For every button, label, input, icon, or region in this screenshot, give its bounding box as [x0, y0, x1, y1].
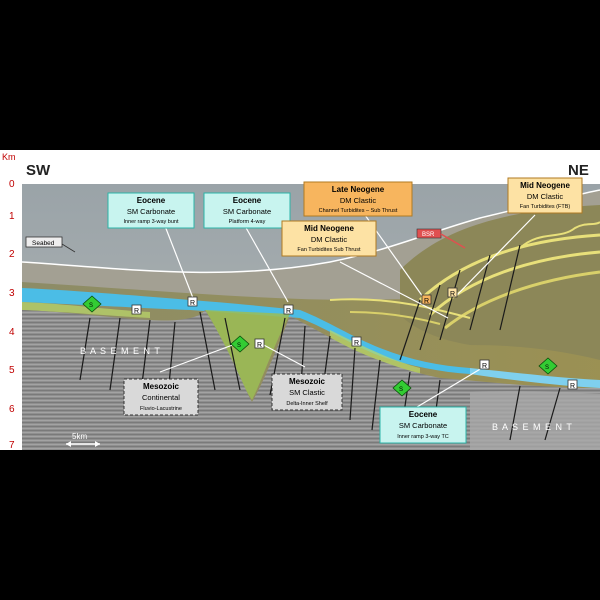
depth-tick: 5 [9, 365, 15, 376]
callout-title: Mid Neogene [304, 224, 354, 233]
callout-detail: Delta-Inner Shelf [286, 401, 328, 407]
callout-eocene-inner-ramp-tc: Eocene SM Carbonate Inner ramp 3-way TC [379, 406, 467, 444]
scale-bar-label: 5km [72, 432, 87, 441]
callout-detail: Fan Turbidites (FTB) [520, 204, 571, 210]
depth-tick: 1 [9, 211, 15, 222]
svg-text:R: R [190, 300, 195, 307]
svg-text:R: R [134, 308, 139, 315]
callout-detail: Channel Turbidites – Sub Thrust [319, 208, 398, 214]
svg-text:R: R [286, 308, 291, 315]
bsr-label: BSR [416, 228, 466, 249]
reservoir-marker: R [447, 287, 458, 298]
depth-tick: 3 [9, 288, 15, 299]
reservoir-marker: R [254, 338, 265, 349]
reservoir-marker: R [131, 304, 142, 315]
callout-detail: Fan Turbidites Sub Thrust [297, 247, 361, 253]
source-diamond-icon: S [230, 335, 250, 353]
callout-pointers [159, 214, 536, 411]
callout-subtitle: DM Clastic [340, 196, 377, 205]
callout-mesozoic-sm-clastic: Mesozoic SM Clastic Delta-Inner Shelf [271, 373, 343, 411]
svg-text:S: S [545, 365, 549, 371]
depth-tick: 2 [9, 249, 15, 260]
seabed-label-text: Seabed [32, 240, 55, 247]
callout-mid-neogene-subthrust: Mid Neogene DM Clastic Fan Turbidites Su… [281, 220, 377, 257]
basement-label: B A S E M E N T [492, 422, 573, 432]
svg-text:S: S [237, 343, 241, 349]
depth-tick: 0 [9, 179, 15, 190]
reservoir-marker: R [351, 336, 362, 347]
callout-title: Mesozoic [289, 377, 326, 386]
depth-tick: 4 [9, 327, 15, 338]
reservoir-marker: R [283, 304, 294, 315]
svg-text:S: S [89, 303, 93, 309]
callout-eocene-inner-ramp: Eocene SM Carbonate Inner ramp 3-way bun… [107, 192, 195, 229]
callout-subtitle: Continental [142, 393, 180, 402]
callout-subtitle: DM Clastic [527, 192, 564, 201]
svg-text:R: R [354, 340, 359, 347]
reservoir-marker: R [479, 359, 490, 370]
svg-text:S: S [399, 387, 403, 393]
source-diamond-icon: S [538, 357, 558, 375]
direction-ne: NE [568, 162, 589, 179]
callout-subtitle: SM Carbonate [399, 421, 447, 430]
basement-label: B A S E M E N T [80, 346, 161, 356]
callout-title: Eocene [137, 196, 166, 205]
source-markers: S S S S [82, 295, 558, 397]
reservoir-marker: R [187, 296, 198, 307]
reservoir-marker: R [567, 379, 578, 390]
callout-detail: Platform 4-way [229, 219, 266, 225]
seabed-label: Seabed [25, 236, 76, 253]
svg-text:R: R [257, 342, 262, 349]
svg-text:R: R [450, 291, 455, 298]
callout-late-neogene: Late Neogene DM Clastic Channel Turbidit… [303, 181, 413, 217]
callout-title: Mid Neogene [520, 181, 570, 190]
depth-axis-unit: Km [2, 152, 16, 162]
svg-text:R: R [570, 383, 575, 390]
callout-title: Eocene [409, 410, 438, 419]
callout-subtitle: SM Carbonate [127, 207, 175, 216]
svg-text:R: R [482, 363, 487, 370]
depth-tick: 7 [9, 440, 15, 451]
callout-subtitle: SM Clastic [289, 388, 325, 397]
scale-bar: 5km [66, 432, 100, 447]
callout-eocene-platform: Eocene SM Carbonate Platform 4-way [203, 192, 291, 229]
source-diamond-icon: S [392, 379, 412, 397]
bsr-label-text: BSR [422, 232, 435, 238]
depth-axis: Km 0 1 2 3 4 5 6 7 [2, 152, 16, 451]
callout-detail: Inner ramp 3-way bunt [123, 219, 178, 225]
callout-mid-neogene-ftb: Mid Neogene DM Clastic Fan Turbidites (F… [507, 177, 583, 214]
callout-detail: Inner ramp 3-way TC [397, 434, 449, 440]
callout-subtitle: DM Clastic [311, 235, 348, 244]
reservoir-markers: R R R R R R R R [131, 287, 578, 390]
callout-title: Late Neogene [332, 185, 385, 194]
callout-title: Eocene [233, 196, 262, 205]
source-diamond-icon: S [82, 295, 102, 313]
svg-text:R: R [424, 298, 429, 305]
callout-title: Mesozoic [143, 382, 180, 391]
callout-mesozoic-continental: Mesozoic Continental Fluvio-Lacustrine [123, 378, 199, 416]
depth-tick: 6 [9, 404, 15, 415]
direction-sw: SW [26, 162, 51, 179]
callout-subtitle: SM Carbonate [223, 207, 271, 216]
reservoir-marker: R [421, 294, 432, 305]
callout-detail: Fluvio-Lacustrine [140, 406, 182, 412]
